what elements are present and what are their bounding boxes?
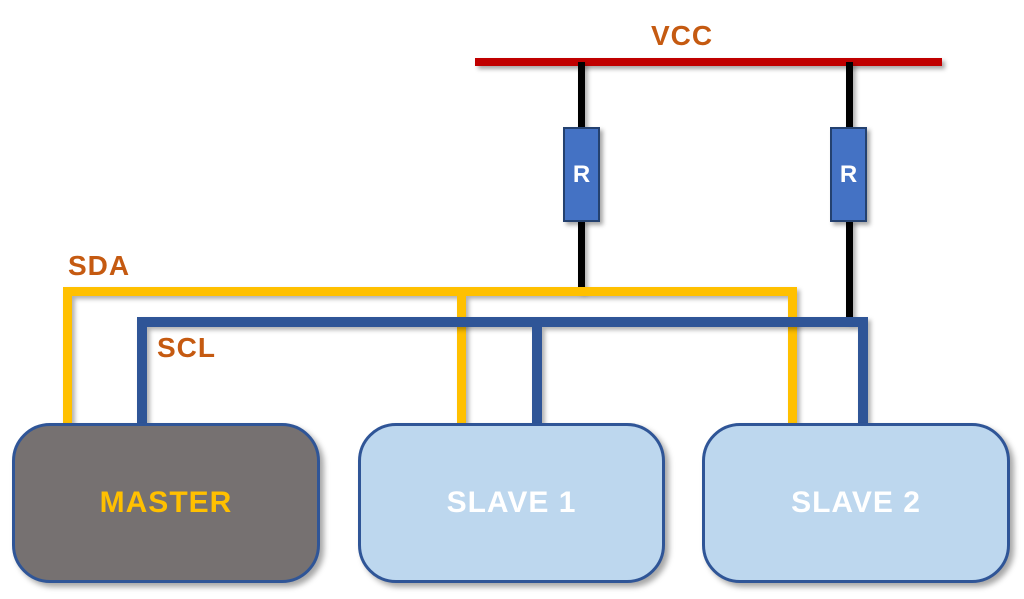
scl-horizontal-segment (137, 317, 868, 327)
sda-horizontal-segment (63, 287, 797, 296)
slave1-device-label: SLAVE 1 (446, 486, 577, 519)
slave2-device-label: SLAVE 2 (791, 486, 921, 519)
wire-resistor-1-to-sda (578, 220, 585, 292)
sda-label: SDA (68, 250, 131, 281)
vcc-rail (475, 58, 942, 66)
slave1-device-box: SLAVE 1 (358, 423, 665, 583)
scl-master-riser (137, 317, 147, 423)
sda-slave1-drop (457, 287, 466, 423)
slave2-device-box: SLAVE 2 (702, 423, 1010, 583)
scl-label: SCL (157, 332, 216, 363)
resistor-1-label: R (572, 160, 591, 188)
wire-rail-to-resistor-2 (846, 62, 853, 129)
scl-slave2-drop (858, 317, 868, 423)
vcc-label: VCC (651, 20, 714, 51)
wire-resistor-2-to-scl (846, 220, 853, 322)
pullup-resistor-scl: R (830, 127, 867, 222)
master-device-label: MASTER (99, 486, 233, 519)
pullup-resistor-sda: R (563, 127, 600, 222)
scl-slave1-drop (532, 317, 542, 423)
sda-slave2-drop (788, 287, 797, 423)
master-device-box: MASTER (12, 423, 320, 583)
wire-rail-to-resistor-1 (578, 62, 585, 129)
sda-master-riser (63, 287, 72, 423)
resistor-2-label: R (839, 160, 858, 188)
